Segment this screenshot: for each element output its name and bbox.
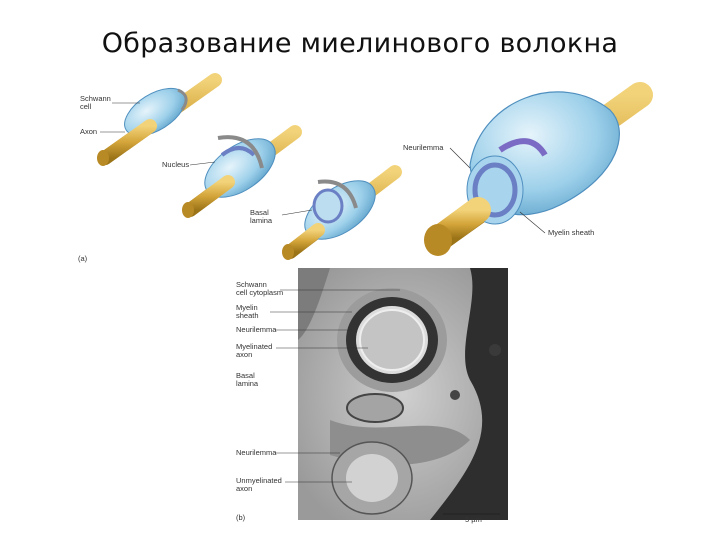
stage-4-myelinated-fiber	[424, 82, 653, 256]
label-myelin-sheath-a: Myelin sheath	[548, 228, 595, 237]
label-neurilemma-a: Neurilemma	[403, 143, 444, 152]
slide-title: Образование миелинового волокна	[101, 28, 619, 59]
panel-b-label: (b)	[236, 513, 246, 522]
electron-micrograph	[298, 268, 508, 520]
label-myelin-sheath-b: Myelin sheath	[236, 303, 259, 320]
stage-3-wrapping	[282, 165, 402, 260]
label-myelinated-axon: Myelinated axon	[236, 342, 273, 359]
label-neurilemma-b1: Neurilemma	[236, 325, 277, 334]
label-basal-lamina: Basal lamina	[250, 208, 273, 225]
label-nucleus: Nucleus	[162, 160, 190, 169]
label-axon: Axon	[80, 127, 98, 136]
stage-1-wrapping	[97, 73, 222, 166]
label-scale: 5 µm	[465, 515, 482, 524]
panel-a-pointers	[100, 102, 546, 234]
label-schwann-cell: Schwann cell	[80, 94, 111, 111]
panel-b-pointers	[270, 289, 400, 483]
label-unmyelinated-axon: Unmyelinated axon	[236, 476, 282, 493]
label-neurilemma-b2: Neurilemma	[236, 448, 277, 457]
stage-2-wrapping	[182, 125, 302, 218]
panel-a-label: (a)	[78, 254, 88, 263]
label-basal-lamina-b: Basal lamina	[236, 371, 259, 388]
label-schwann-cytoplasm: Schwann cell cytoplasm	[236, 280, 284, 297]
